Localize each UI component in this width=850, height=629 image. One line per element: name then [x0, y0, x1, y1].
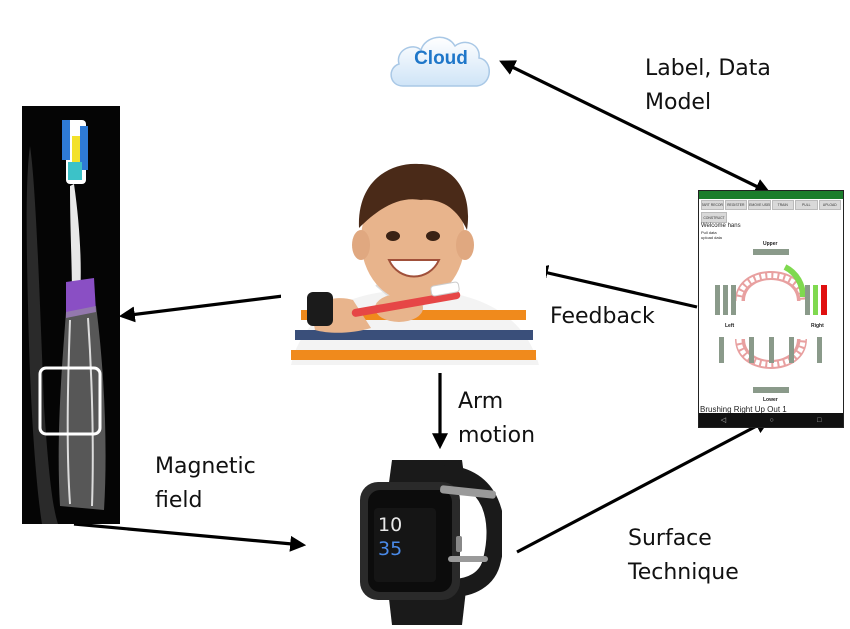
pull-button[interactable]: PULL: [795, 200, 818, 210]
train-button[interactable]: TRAIN: [771, 200, 794, 210]
phone-status-bar: [699, 191, 843, 199]
arrow-cloud-phone: [499, 60, 771, 194]
arm-motion-line1: Arm: [458, 389, 504, 414]
feedback-text: Feedback: [550, 304, 655, 329]
recents-icon[interactable]: □: [817, 416, 822, 424]
phone-button-row: START RECORD REGISTER REMOVE USER TRAIN …: [701, 200, 841, 210]
start-record-button[interactable]: START RECORD: [701, 200, 724, 210]
highlight-teeth: [783, 264, 806, 298]
label-data-model-text: Label, Data Model: [645, 52, 771, 120]
home-icon[interactable]: ○: [769, 416, 774, 424]
arm-motion-text: Arm motion: [458, 385, 535, 453]
active-zone-indicator: [821, 285, 827, 315]
child-brushing-photo: [281, 150, 546, 365]
magnetic-field-text: Magnetic field: [155, 450, 256, 518]
wrist-watch-small: [307, 292, 333, 326]
cloud-label: Cloud: [414, 48, 468, 69]
back-icon[interactable]: ◁: [720, 417, 727, 424]
child-illustration: [291, 163, 539, 365]
brushing-status-text: Brushing Right Up Out 1: [700, 405, 787, 414]
arrow-phone-to-kid: [531, 265, 698, 309]
remove-user-button[interactable]: REMOVE USER: [748, 200, 771, 210]
label-data-model-line2: Model: [645, 90, 712, 115]
label-data-model-line1: Label, Data: [645, 56, 771, 81]
upper-label: Upper: [763, 241, 778, 247]
magnet-highlight-box: [38, 366, 102, 436]
watch-time-minute: 35: [378, 538, 403, 560]
toothbrush-photo: [22, 106, 120, 524]
toothbrush-illustration: [26, 120, 106, 524]
construct-button[interactable]: CONSTRUCT: [701, 212, 727, 223]
welcome-text: Welcome hans: [701, 223, 741, 229]
arm-motion-line2: motion: [458, 423, 536, 448]
upload-button[interactable]: UPLOAD: [818, 200, 841, 210]
surface-technique-line2: Technique: [628, 560, 739, 585]
left-label: Left: [725, 323, 735, 329]
right-label: Right: [811, 323, 824, 329]
smartwatch-illustration: [360, 460, 502, 625]
surface-technique-text: Surface Technique: [628, 522, 739, 590]
arrow-kid-to-toothbrush: [118, 291, 308, 323]
magnetic-field-line2: field: [155, 488, 203, 513]
upload-data-text: upload data: [701, 235, 722, 240]
dental-map: [713, 241, 829, 406]
pull-data-text: Pull data: [701, 230, 717, 235]
watch-time-hour: 10: [378, 514, 403, 536]
arrow-watch-to-phone: [516, 418, 771, 554]
arrow-toothbrush-to-watch: [73, 522, 307, 552]
lower-label: Lower: [763, 397, 778, 403]
magnetic-field-line1: Magnetic: [155, 454, 256, 479]
cloud-icon: [390, 36, 490, 87]
phone-nav-bar: ◁ ○ □: [699, 413, 843, 427]
phone-app-screenshot: START RECORD REGISTER REMOVE USER TRAIN …: [698, 190, 844, 428]
register-button[interactable]: REGISTER: [724, 200, 747, 210]
surface-technique-line1: Surface: [628, 526, 712, 551]
